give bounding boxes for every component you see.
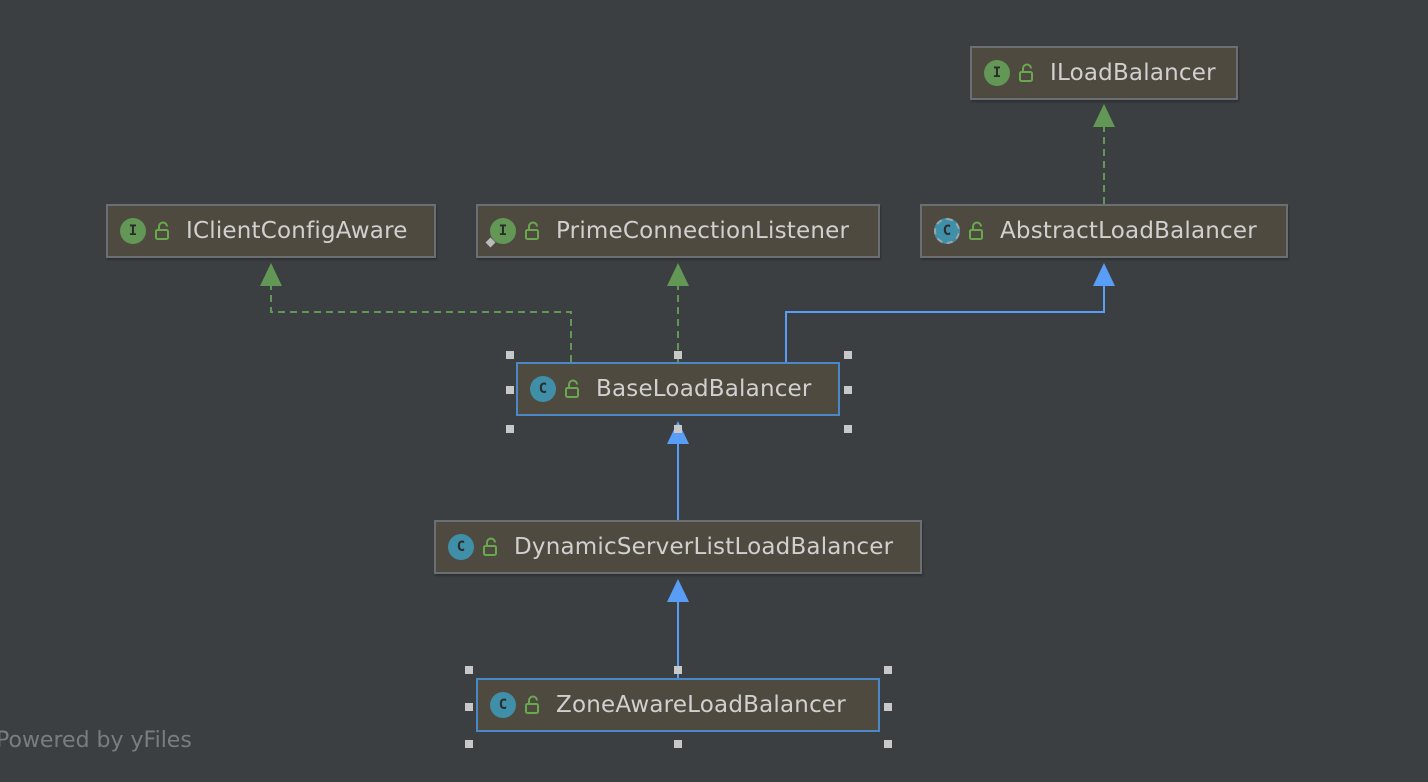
resize-handle-top-right[interactable]: [884, 666, 892, 674]
node-label: PrimeConnectionListener: [556, 218, 850, 244]
resize-handle-bottom[interactable]: [674, 425, 682, 433]
class-icon: C: [448, 534, 474, 560]
arrowhead-iclientconfigaware: [260, 263, 282, 286]
resize-handle-right[interactable]: [884, 703, 892, 711]
resize-handle-right[interactable]: [844, 386, 852, 394]
resize-handle-bottom-left[interactable]: [465, 740, 473, 748]
interface-icon: I: [120, 218, 146, 244]
edge-baseloadbalancer-abstractloadbalancer: [785, 286, 1105, 362]
open-lock-icon: [155, 221, 169, 240]
open-lock-icon: [483, 537, 497, 556]
node-label: IClientConfigAware: [186, 218, 408, 244]
resize-handle-left[interactable]: [465, 703, 473, 711]
resize-handle-bottom-right[interactable]: [844, 425, 852, 433]
resize-handle-top[interactable]: [674, 666, 682, 674]
node-dynamicserverlistloadbalancer[interactable]: C DynamicServerListLoadBalancer: [434, 520, 922, 574]
resize-handle-top-right[interactable]: [844, 351, 852, 359]
yfiles-watermark: Powered by yFiles: [0, 728, 192, 753]
node-zoneawareloadbalancer[interactable]: C ZoneAwareLoadBalancer: [476, 678, 880, 732]
open-lock-icon: [525, 695, 539, 714]
class-icon: C: [490, 692, 516, 718]
resize-handle-top-left[interactable]: [506, 351, 514, 359]
resize-handle-bottom[interactable]: [674, 740, 682, 748]
arrowhead-iloadbalancer: [1093, 104, 1115, 127]
open-lock-icon: [565, 379, 579, 398]
resize-handle-left[interactable]: [506, 386, 514, 394]
node-iloadbalancer[interactable]: I ILoadBalancer: [970, 46, 1238, 100]
resize-handle-bottom-left[interactable]: [506, 425, 514, 433]
abstract-class-icon: C: [934, 218, 960, 244]
node-label: ILoadBalancer: [1050, 60, 1216, 86]
arrowhead-abstractloadbalancer: [1093, 263, 1115, 286]
open-lock-icon: [969, 221, 983, 240]
static-diamond-icon: [485, 237, 496, 248]
node-abstractloadbalancer[interactable]: C AbstractLoadBalancer: [920, 204, 1288, 258]
open-lock-icon: [525, 221, 539, 240]
node-primeconnectionlistener[interactable]: I PrimeConnectionListener: [476, 204, 880, 258]
edge-baseloadbalancer-iclientconfigaware: [270, 286, 572, 362]
class-icon: C: [530, 376, 556, 402]
interface-icon: I: [485, 218, 516, 248]
resize-handle-top-left[interactable]: [465, 666, 473, 674]
open-lock-icon: [1019, 63, 1033, 82]
node-iclientconfigaware[interactable]: I IClientConfigAware: [106, 204, 436, 258]
node-label: ZoneAwareLoadBalancer: [556, 692, 846, 718]
arrowhead-primeconnectionlistener: [667, 263, 689, 286]
node-label: DynamicServerListLoadBalancer: [514, 534, 894, 560]
resize-handle-top[interactable]: [674, 351, 682, 359]
node-baseloadbalancer[interactable]: C BaseLoadBalancer: [516, 362, 840, 416]
arrowhead-dynamicserverlistloadbalancer: [667, 579, 689, 602]
node-label: BaseLoadBalancer: [596, 376, 812, 402]
interface-icon: I: [984, 60, 1010, 86]
resize-handle-bottom-right[interactable]: [884, 740, 892, 748]
node-label: AbstractLoadBalancer: [1000, 218, 1257, 244]
